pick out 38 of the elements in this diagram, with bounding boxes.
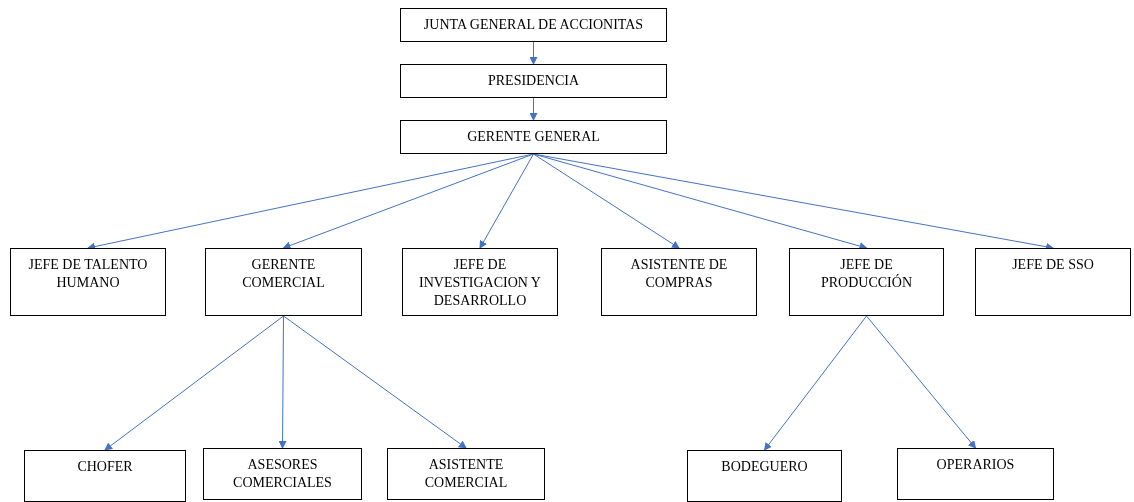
org-box [10, 248, 166, 316]
arrow [479, 153, 534, 249]
org-box [601, 248, 757, 316]
arrow [278, 315, 287, 449]
org-box [789, 248, 944, 316]
org-box [203, 448, 362, 500]
arrow [529, 41, 538, 65]
org-box [897, 448, 1054, 500]
role-title: CHOFER [77, 458, 133, 476]
arrow [763, 315, 867, 451]
role-title: JUNTA GENERAL DE ACCIONITAS [423, 16, 644, 34]
role-title: JEFE DE PRODUCCIÓN [820, 256, 913, 292]
role-title: JEFE DE TALENTO HUMANO [27, 256, 149, 292]
org-box [387, 448, 545, 500]
role-title: ASISTENTE DE COMPRAS [629, 256, 729, 292]
org-box [400, 64, 667, 98]
arrow [533, 153, 680, 249]
role-title: GERENTE GENERAL [467, 128, 600, 146]
arrow [283, 315, 467, 449]
arrow [104, 315, 284, 451]
role-title: BODEGUERO [721, 458, 808, 476]
org-box [402, 248, 558, 316]
role-title: JEFE DE SSO [1012, 256, 1094, 274]
role-title: OPERARIOS [936, 456, 1015, 474]
role-title: JEFE DE INVESTIGACION Y DESARROLLO [418, 256, 542, 310]
role-title: ASISTENTE COMERCIAL [423, 456, 509, 492]
org-box [975, 248, 1131, 316]
arrow [866, 315, 977, 449]
role-title: GERENTE COMERCIAL [241, 256, 326, 292]
arrow [529, 97, 538, 121]
org-box [687, 450, 842, 502]
arrow [282, 153, 534, 250]
role-title: ASESORES COMERCIALES [232, 456, 333, 492]
org-box [400, 120, 667, 154]
org-box [24, 450, 186, 502]
org-box [400, 8, 667, 42]
role-title: PRESIDENCIA [488, 72, 579, 90]
org-box [205, 248, 362, 316]
